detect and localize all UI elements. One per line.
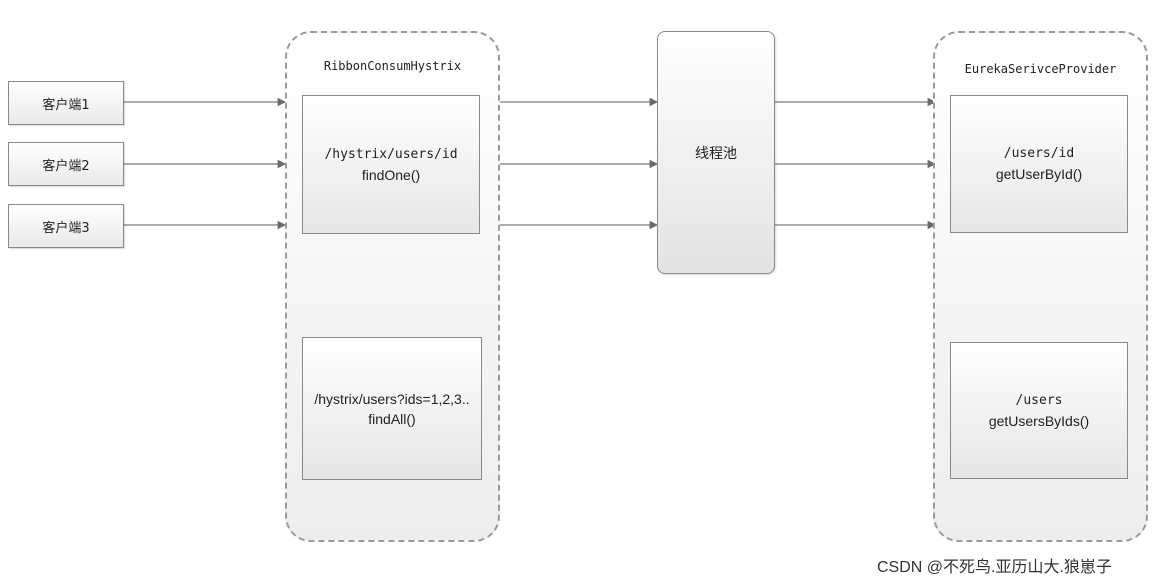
consumer-findone-box: /hystrix/users/id findOne() [302, 95, 480, 234]
client-box-3: 客户端3 [8, 204, 124, 248]
client-box-1: 客户端1 [8, 81, 124, 125]
thread-pool-label: 线程池 [695, 145, 737, 162]
consumer-findall-method: findAll() [368, 410, 416, 427]
watermark-text: CSDN @不死鸟.亚历山大.狼崽子 [877, 559, 1112, 576]
client-label: 客户端2 [42, 158, 90, 174]
consumer-findone-path: /hystrix/users/id [324, 146, 458, 162]
provider-getusersbyids-path: /users [1015, 392, 1063, 408]
provider-getuserbyid-path: /users/id [1003, 146, 1075, 161]
client-label: 客户端1 [42, 97, 90, 113]
provider-getuserbyid-box: /users/id getUserById() [950, 95, 1128, 233]
provider-title: EurekaSerivceProvider [964, 62, 1117, 76]
provider-getuserbyid-method: getUserById() [995, 166, 1083, 182]
thread-pool-box: 线程池 [657, 31, 775, 274]
client-box-2: 客户端2 [8, 142, 124, 186]
consumer-findone-method: findOne() [361, 166, 421, 183]
provider-getusersbyids-method: getUsersByIds() [988, 412, 1090, 429]
client-label: 客户端3 [42, 220, 90, 236]
consumer-findall-path: /hystrix/users?ids=1,2,3.. [314, 390, 470, 407]
provider-getusersbyids-box: /users getUsersByIds() [950, 342, 1128, 479]
consumer-findall-box: /hystrix/users?ids=1,2,3.. findAll() [302, 337, 482, 480]
consumer-title: RibbonConsumHystrix [323, 59, 462, 73]
